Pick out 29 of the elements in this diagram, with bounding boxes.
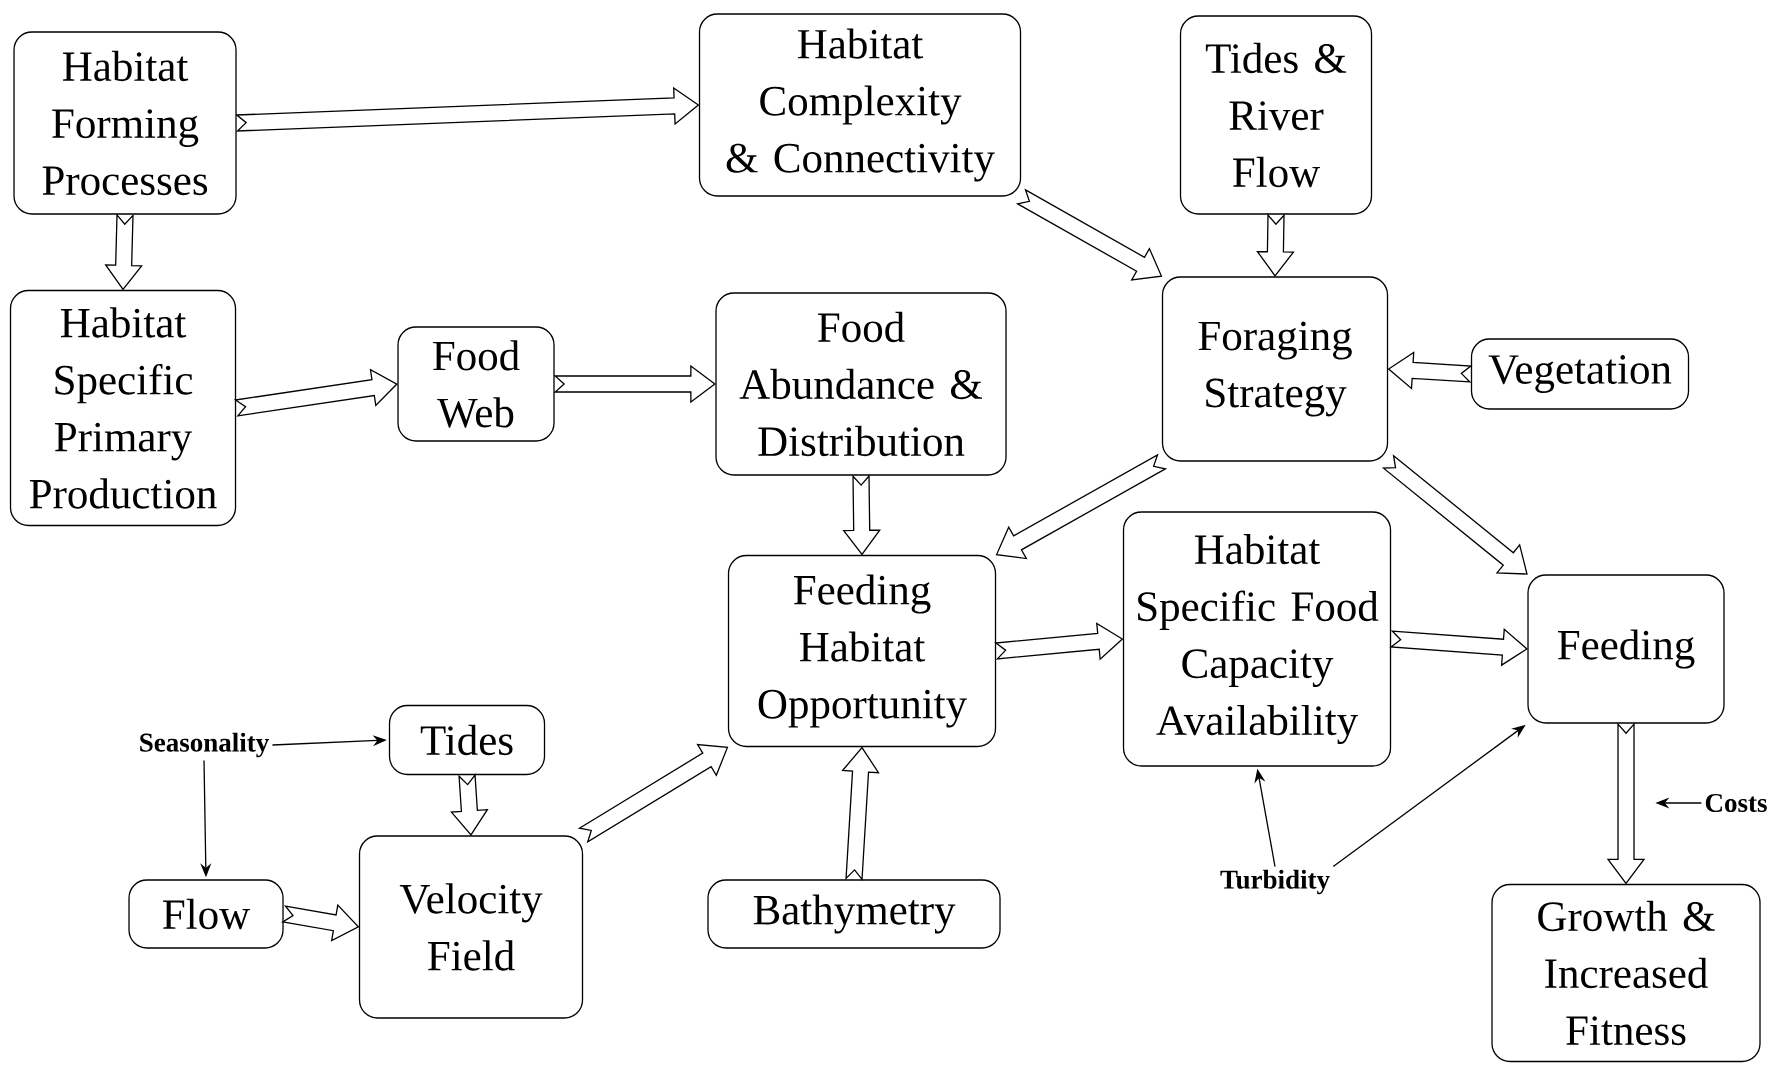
process-box: Foraging Strategy xyxy=(1161,276,1389,462)
hollow-arrow xyxy=(1389,627,1528,667)
process-box: Food Abundance & Distribution xyxy=(715,292,1007,476)
process-box: Growth & Increased Fitness xyxy=(1491,883,1761,1063)
hollow-arrow xyxy=(841,746,880,882)
factor-label: Costs xyxy=(1705,793,1767,813)
process-box: Flow xyxy=(128,879,284,949)
process-box: Food Web xyxy=(397,326,555,442)
process-box: Habitat Complexity & Connectivity xyxy=(698,13,1022,197)
process-box: Feeding Habitat Opportunity xyxy=(727,554,997,748)
factor-label: Turbidity xyxy=(1220,869,1330,895)
factor-label: Seasonality xyxy=(140,732,269,758)
process-box: Habitat Specific Food Capacity Availability xyxy=(1122,511,1392,767)
hollow-arrow xyxy=(235,86,700,132)
hollow-arrow xyxy=(1256,213,1295,277)
hollow-arrow xyxy=(1387,351,1473,390)
process-box: Tides xyxy=(388,704,546,776)
hollow-arrow xyxy=(1606,722,1646,885)
process-box: Habitat Forming Processes xyxy=(13,31,237,215)
process-box: Feeding xyxy=(1527,574,1725,724)
hollow-arrow xyxy=(281,903,360,942)
hollow-arrow xyxy=(842,474,881,556)
hollow-arrow xyxy=(104,213,143,291)
process-box: Tides & River Flow xyxy=(1179,15,1373,215)
process-box: Vegetation xyxy=(1470,338,1690,410)
process-box: Velocity Field xyxy=(358,835,584,1019)
process-box: Bathymetry xyxy=(707,879,1001,949)
hollow-arrow xyxy=(553,364,716,404)
process-box: Habitat Specific Primary Production xyxy=(9,289,237,527)
